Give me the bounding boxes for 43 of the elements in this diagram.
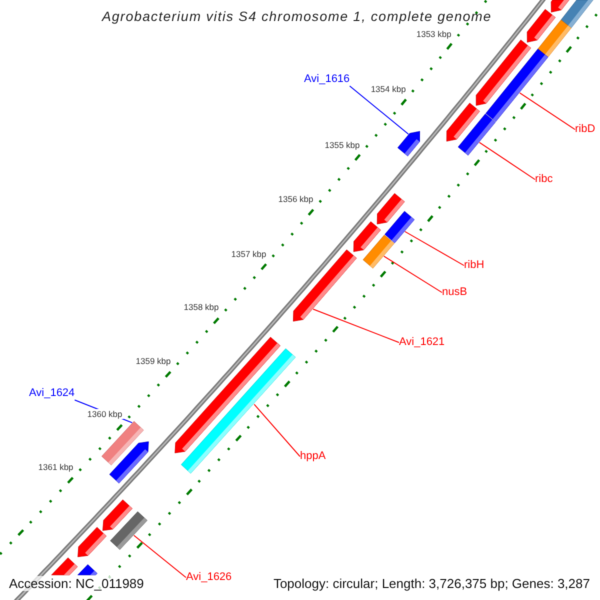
leader-line [349,86,409,135]
scale-label: 1355 kbp [324,140,361,150]
gene-feature [384,211,415,244]
scale-label: 1356 kbp [277,194,314,204]
gene-feature [486,48,548,122]
genome-stats: Topology: circular; Length: 3,726,375 bp; Genes: 3,287 [271,576,592,591]
leader-line [312,308,400,343]
gene-feature [398,131,420,156]
gene-label: Avi_1621 [399,336,445,349]
accession-label: Accession: NC_011989 [7,576,146,591]
scale-label: 1353 kbp [415,28,452,39]
gene-label: Avi_1616 [304,73,350,86]
scale-label: 1359 kbp [134,356,172,366]
gene-feature [109,441,149,484]
gene-feature [538,20,572,58]
gene-feature [78,564,98,576]
gene-label: Avi_1624 [29,387,75,400]
gene-feature [458,114,496,156]
gene-feature [550,0,570,12]
gene-feature [51,558,78,576]
leader-line [254,404,300,457]
scale-label: 1361 kbp [37,462,74,472]
gene-label: nusB [442,286,468,299]
gene-feature [362,234,394,268]
leader-line [519,92,576,130]
scale-label: 1360 kbp [86,408,124,419]
leader-line [383,256,442,293]
leader-line [404,231,464,266]
gene-feature [110,511,148,550]
gene-label: ribc [535,173,553,186]
gene-feature [181,348,296,474]
gene-label: ribH [464,259,484,272]
map-title: Agrobacterium vitis S4 chromosome 1, complete genome [102,9,492,24]
gene-label: hppA [300,450,326,463]
scale-label: 1357 kbp [230,248,268,259]
gene-feature [78,527,107,558]
scale-label: 1358 kbp [182,302,220,312]
gene-label: ribD [575,123,596,136]
leader-line [478,142,536,180]
leader-line [133,534,186,578]
scale-label: 1354 kbp [370,84,407,94]
gene-feature [293,250,357,322]
gene-label: Avi_1626 [186,571,232,584]
